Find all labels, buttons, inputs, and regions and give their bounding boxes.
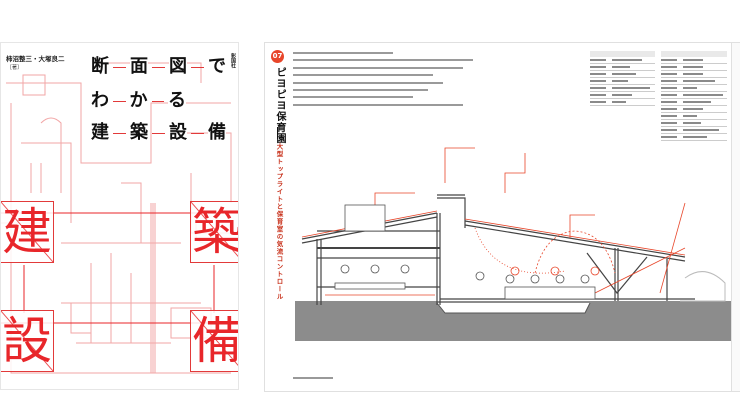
cover-publisher: 彰国社 (230, 53, 236, 68)
title-char: で (208, 56, 226, 77)
cover-author-role: ［著］ (7, 65, 23, 71)
cover-author: 柿沼整三・大塚良二 (6, 55, 65, 63)
building-data-table (590, 51, 655, 106)
section-title: ピヨピヨ保育園 (274, 67, 285, 144)
title-char: る (168, 90, 186, 111)
title-char: 断 (91, 56, 109, 77)
equipment-data-table (661, 51, 727, 141)
section-subtitle: 大型トップライトと保育室の気流コントロール (275, 143, 283, 301)
title-char: 建 (91, 122, 109, 143)
title-char: 図 (169, 56, 187, 77)
title-char: 築 (130, 122, 148, 143)
cover-big-char-setsu: 設 (1, 310, 54, 372)
cover-title-line-3: 建 築 設 備 (91, 123, 226, 143)
title-char: か (129, 90, 148, 111)
title-char: 面 (130, 56, 148, 77)
title-divider (277, 127, 278, 139)
cover-title-line-2: わ か る (91, 91, 186, 111)
building-section-drawing (295, 147, 731, 341)
book-spread-page: 07 ピヨピヨ保育園 大型トップライトと保育室の気流コントロール (264, 42, 740, 392)
page-edge-index (731, 43, 740, 391)
cover-big-char-bi: 備 (190, 310, 238, 372)
cover-big-char-ken: 建 (1, 201, 54, 263)
body-text-block (293, 52, 473, 111)
title-char: 設 (169, 122, 187, 143)
cover-title-line-1: 断 面 図 で (91, 57, 226, 77)
cover-big-char-chiku: 築 (190, 201, 238, 263)
book-cover: 柿沼整三・大塚良二 ［著］ 断 面 図 で わ か る 建 築 設 備 建 設 … (0, 42, 239, 390)
title-char: 備 (208, 122, 226, 143)
chapter-number-badge: 07 (271, 50, 284, 63)
title-char: わ (91, 90, 109, 111)
page-footer (293, 377, 333, 379)
